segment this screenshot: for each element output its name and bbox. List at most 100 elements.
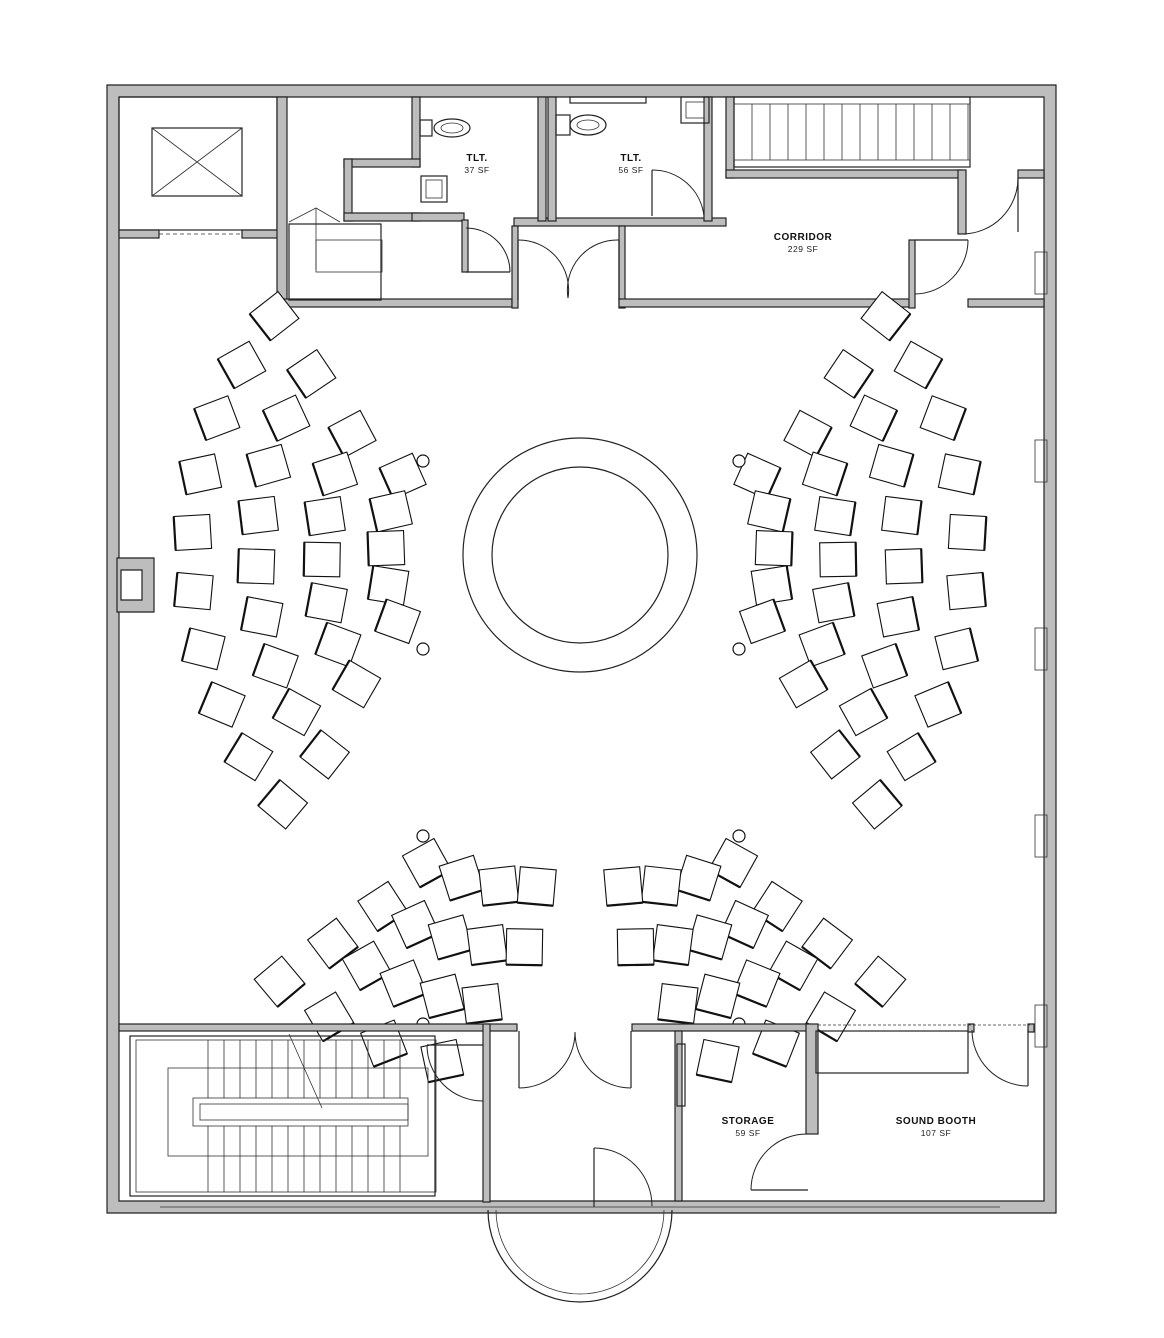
chair [798,621,846,668]
chair [466,924,508,967]
toilet-large-name: TLT. [620,153,641,164]
chair [401,837,453,889]
chair [286,348,337,399]
toilet-fixtures [419,96,710,203]
chair [303,495,346,537]
chair [823,348,874,399]
chair [379,959,428,1008]
chair [616,928,655,967]
sound-booth-area: 107 SF [921,1128,951,1138]
toilet-large-area: 56 SF [618,165,643,175]
chair [861,642,909,689]
chair [236,548,276,585]
room-labels: TLT. 37 SF TLT. 56 SF CORRIDOR 229 SF ST… [464,153,977,1138]
chair [461,983,503,1025]
chair [197,681,246,728]
chair [314,621,362,668]
chair [251,642,299,689]
sound-booth-name: SOUND BOOTH [896,1116,977,1127]
chair [876,596,921,638]
chair [341,940,393,992]
chair [237,495,279,536]
chair [239,596,284,638]
storage-name: STORAGE [722,1116,775,1127]
chair [420,1038,465,1084]
chair [248,290,300,342]
chair [303,991,355,1043]
chair [707,837,759,889]
chair [747,490,792,533]
chair [216,340,267,390]
chair [253,955,306,1008]
lower-service-block [118,1023,1035,1303]
corridor-area: 229 SF [788,244,818,254]
chair [851,779,903,830]
chair [427,914,474,961]
chair [801,917,854,970]
chair [261,394,311,442]
chair [812,582,856,624]
chair [868,443,915,488]
chair [937,453,982,496]
chair [478,865,520,907]
chair [860,290,912,342]
chair [331,659,382,709]
chair [934,627,980,671]
central-stage [462,437,698,673]
chair [881,495,923,536]
chair [886,732,937,782]
corridor-name: CORRIDOR [774,232,833,243]
chair [674,854,722,902]
chair [302,541,341,578]
chair [366,530,406,567]
chair [695,1038,740,1084]
chair [327,409,377,459]
upper-service-block [118,96,1045,309]
chair [801,451,849,497]
chair [754,530,794,567]
chair [686,914,733,961]
right-windows [1034,251,1048,1048]
toilet-small-name: TLT. [466,153,487,164]
chair [173,571,214,611]
chair [732,959,781,1008]
chair [783,409,833,459]
chair [854,955,907,1008]
upper-doors [465,169,1019,300]
toilet-small-area: 37 SF [464,165,489,175]
chair [172,513,213,552]
chair [299,729,351,780]
chair [257,779,309,830]
chair [809,729,861,780]
auditorium-seating [172,290,988,1084]
chair [819,541,858,578]
chair [750,565,794,606]
chair [223,732,274,782]
chair [603,866,644,907]
chair [884,548,924,585]
storage-area: 59 SF [735,1128,760,1138]
chair [178,453,223,496]
left-pilaster [116,557,155,613]
chair [914,681,963,728]
chair [652,924,694,967]
chair [373,598,422,645]
chair [893,340,944,390]
chair [505,928,544,967]
chair [849,394,899,442]
chair [180,627,226,671]
chair [838,687,889,737]
chair [193,395,241,442]
chair [695,973,741,1020]
chair [778,659,829,709]
chair [516,866,557,907]
chair [657,983,699,1025]
chair [366,565,410,606]
chair [245,443,292,488]
chair [419,973,465,1020]
chair [640,865,682,907]
chair [919,395,967,442]
chair [304,582,348,624]
chair [814,495,857,537]
